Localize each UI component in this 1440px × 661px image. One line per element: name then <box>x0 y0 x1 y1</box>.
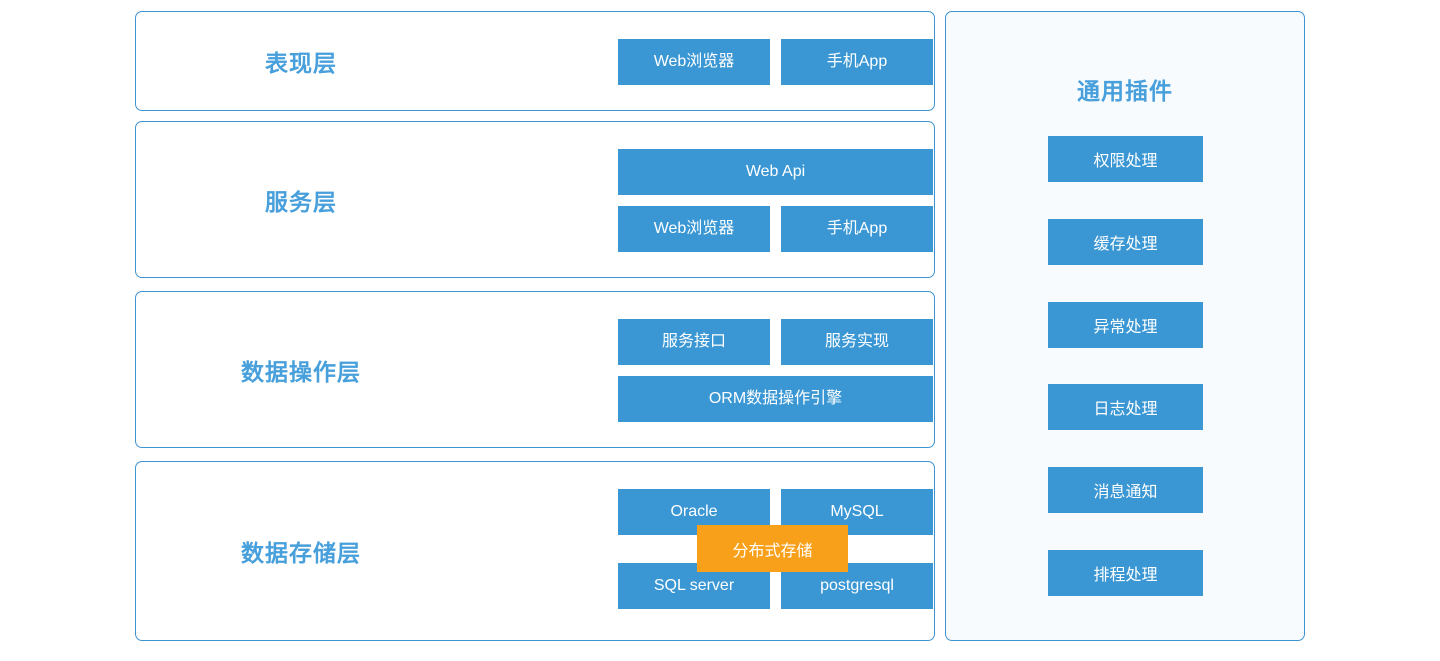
layer-title-service: 服务层 <box>265 188 337 215</box>
layer-box-area-service: Web Api Web浏览器 手机App <box>483 122 934 277</box>
layer-box-area-presentation: Web浏览器 手机App <box>483 12 934 110</box>
component-box-orm-engine[interactable]: ORM数据操作引擎 <box>618 376 933 422</box>
layer-box-area-data-storage: Oracle MySQL SQL server postgresql 分布式存储 <box>483 462 934 640</box>
plugin-box-logging[interactable]: 日志处理 <box>1048 384 1203 430</box>
plugin-panel-title: 通用插件 <box>1077 78 1173 104</box>
plugin-box-exception[interactable]: 异常处理 <box>1048 302 1203 348</box>
layer-box-area-data-operation: 服务接口 服务实现 ORM数据操作引擎 <box>483 292 934 447</box>
layer-panel-data-storage: 数据存储层 Oracle MySQL SQL server postgresql… <box>135 461 935 641</box>
plugin-box-cache[interactable]: 缓存处理 <box>1048 219 1203 265</box>
layer-title-data-storage: 数据存储层 <box>241 540 361 566</box>
layer-title-data-operation: 数据操作层 <box>241 358 361 385</box>
component-box-web-browser[interactable]: Web浏览器 <box>618 206 770 252</box>
component-box-distributed-storage[interactable]: 分布式存储 <box>697 525 848 572</box>
component-box-mobile-app[interactable]: 手机App <box>781 39 933 85</box>
component-box-sql-server[interactable]: SQL server <box>618 563 770 609</box>
layer-panel-data-operation: 数据操作层 服务接口 服务实现 ORM数据操作引擎 <box>135 291 935 448</box>
plugin-box-notification[interactable]: 消息通知 <box>1048 467 1203 513</box>
component-box-postgresql[interactable]: postgresql <box>781 563 933 609</box>
component-box-mobile-app[interactable]: 手机App <box>781 206 933 252</box>
layer-panel-service: 服务层 Web Api Web浏览器 手机App <box>135 121 935 278</box>
plugin-panel: 通用插件 权限处理 缓存处理 异常处理 日志处理 消息通知 排程处理 <box>945 11 1305 641</box>
component-box-web-api[interactable]: Web Api <box>618 149 933 195</box>
plugin-box-permission[interactable]: 权限处理 <box>1048 136 1203 182</box>
component-box-service-implementation[interactable]: 服务实现 <box>781 319 933 365</box>
layer-title-presentation: 表现层 <box>265 50 337 76</box>
component-box-service-interface[interactable]: 服务接口 <box>618 319 770 365</box>
component-box-oracle[interactable]: Oracle <box>618 489 770 535</box>
plugin-box-scheduler[interactable]: 排程处理 <box>1048 550 1203 596</box>
component-box-web-browser[interactable]: Web浏览器 <box>618 39 770 85</box>
layer-panel-presentation: 表现层 Web浏览器 手机App <box>135 11 935 111</box>
